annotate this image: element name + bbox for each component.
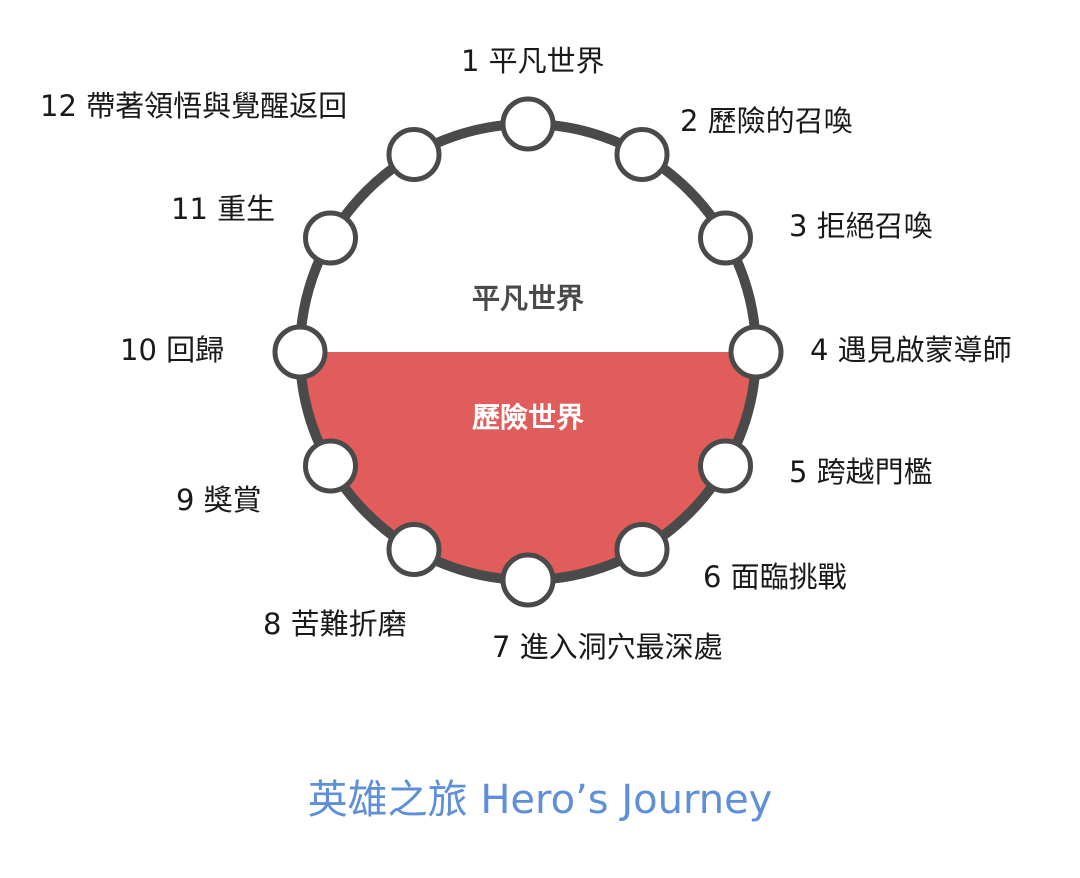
stage-label-4: 4 遇見啟蒙導師 [810, 333, 1012, 367]
stage-node-9 [303, 438, 358, 494]
stage-label-5: 5 跨越門檻 [789, 455, 933, 489]
stage-label-10: 10 回歸 [120, 333, 225, 367]
stage-label-12: 12 帶著領悟與覺醒返回 [40, 89, 348, 123]
stage-node-2 [614, 127, 670, 182]
stage-label-9: 9 獎賞 [176, 483, 262, 517]
stage-node-10 [272, 324, 328, 380]
stage-node-1 [500, 96, 556, 152]
stage-node-3 [698, 210, 753, 266]
stage-label-1: 1 平凡世界 [461, 44, 605, 78]
stage-node-6 [614, 522, 670, 577]
ordinary-world-label: 平凡世界 [471, 282, 585, 315]
adventure-world-label: 歷險世界 [471, 401, 585, 434]
stage-label-6: 6 面臨挑戰 [703, 560, 847, 594]
stage-label-7: 7 進入洞穴最深處 [492, 630, 723, 664]
stage-node-7 [500, 552, 556, 608]
stage-node-5 [698, 438, 753, 494]
stage-node-4 [728, 324, 784, 380]
stage-label-3: 3 拒絕召喚 [789, 209, 933, 243]
stage-node-8 [386, 522, 442, 577]
stage-label-8: 8 苦難折磨 [263, 607, 407, 641]
diagram-title: 英雄之旅 Hero’s Journey [307, 777, 773, 823]
stage-node-12 [386, 127, 442, 182]
stage-label-11: 11 重生 [171, 192, 276, 226]
stage-label-2: 2 歷險的召喚 [680, 104, 853, 138]
stage-nodes [272, 96, 784, 608]
stage-node-11 [303, 210, 358, 266]
